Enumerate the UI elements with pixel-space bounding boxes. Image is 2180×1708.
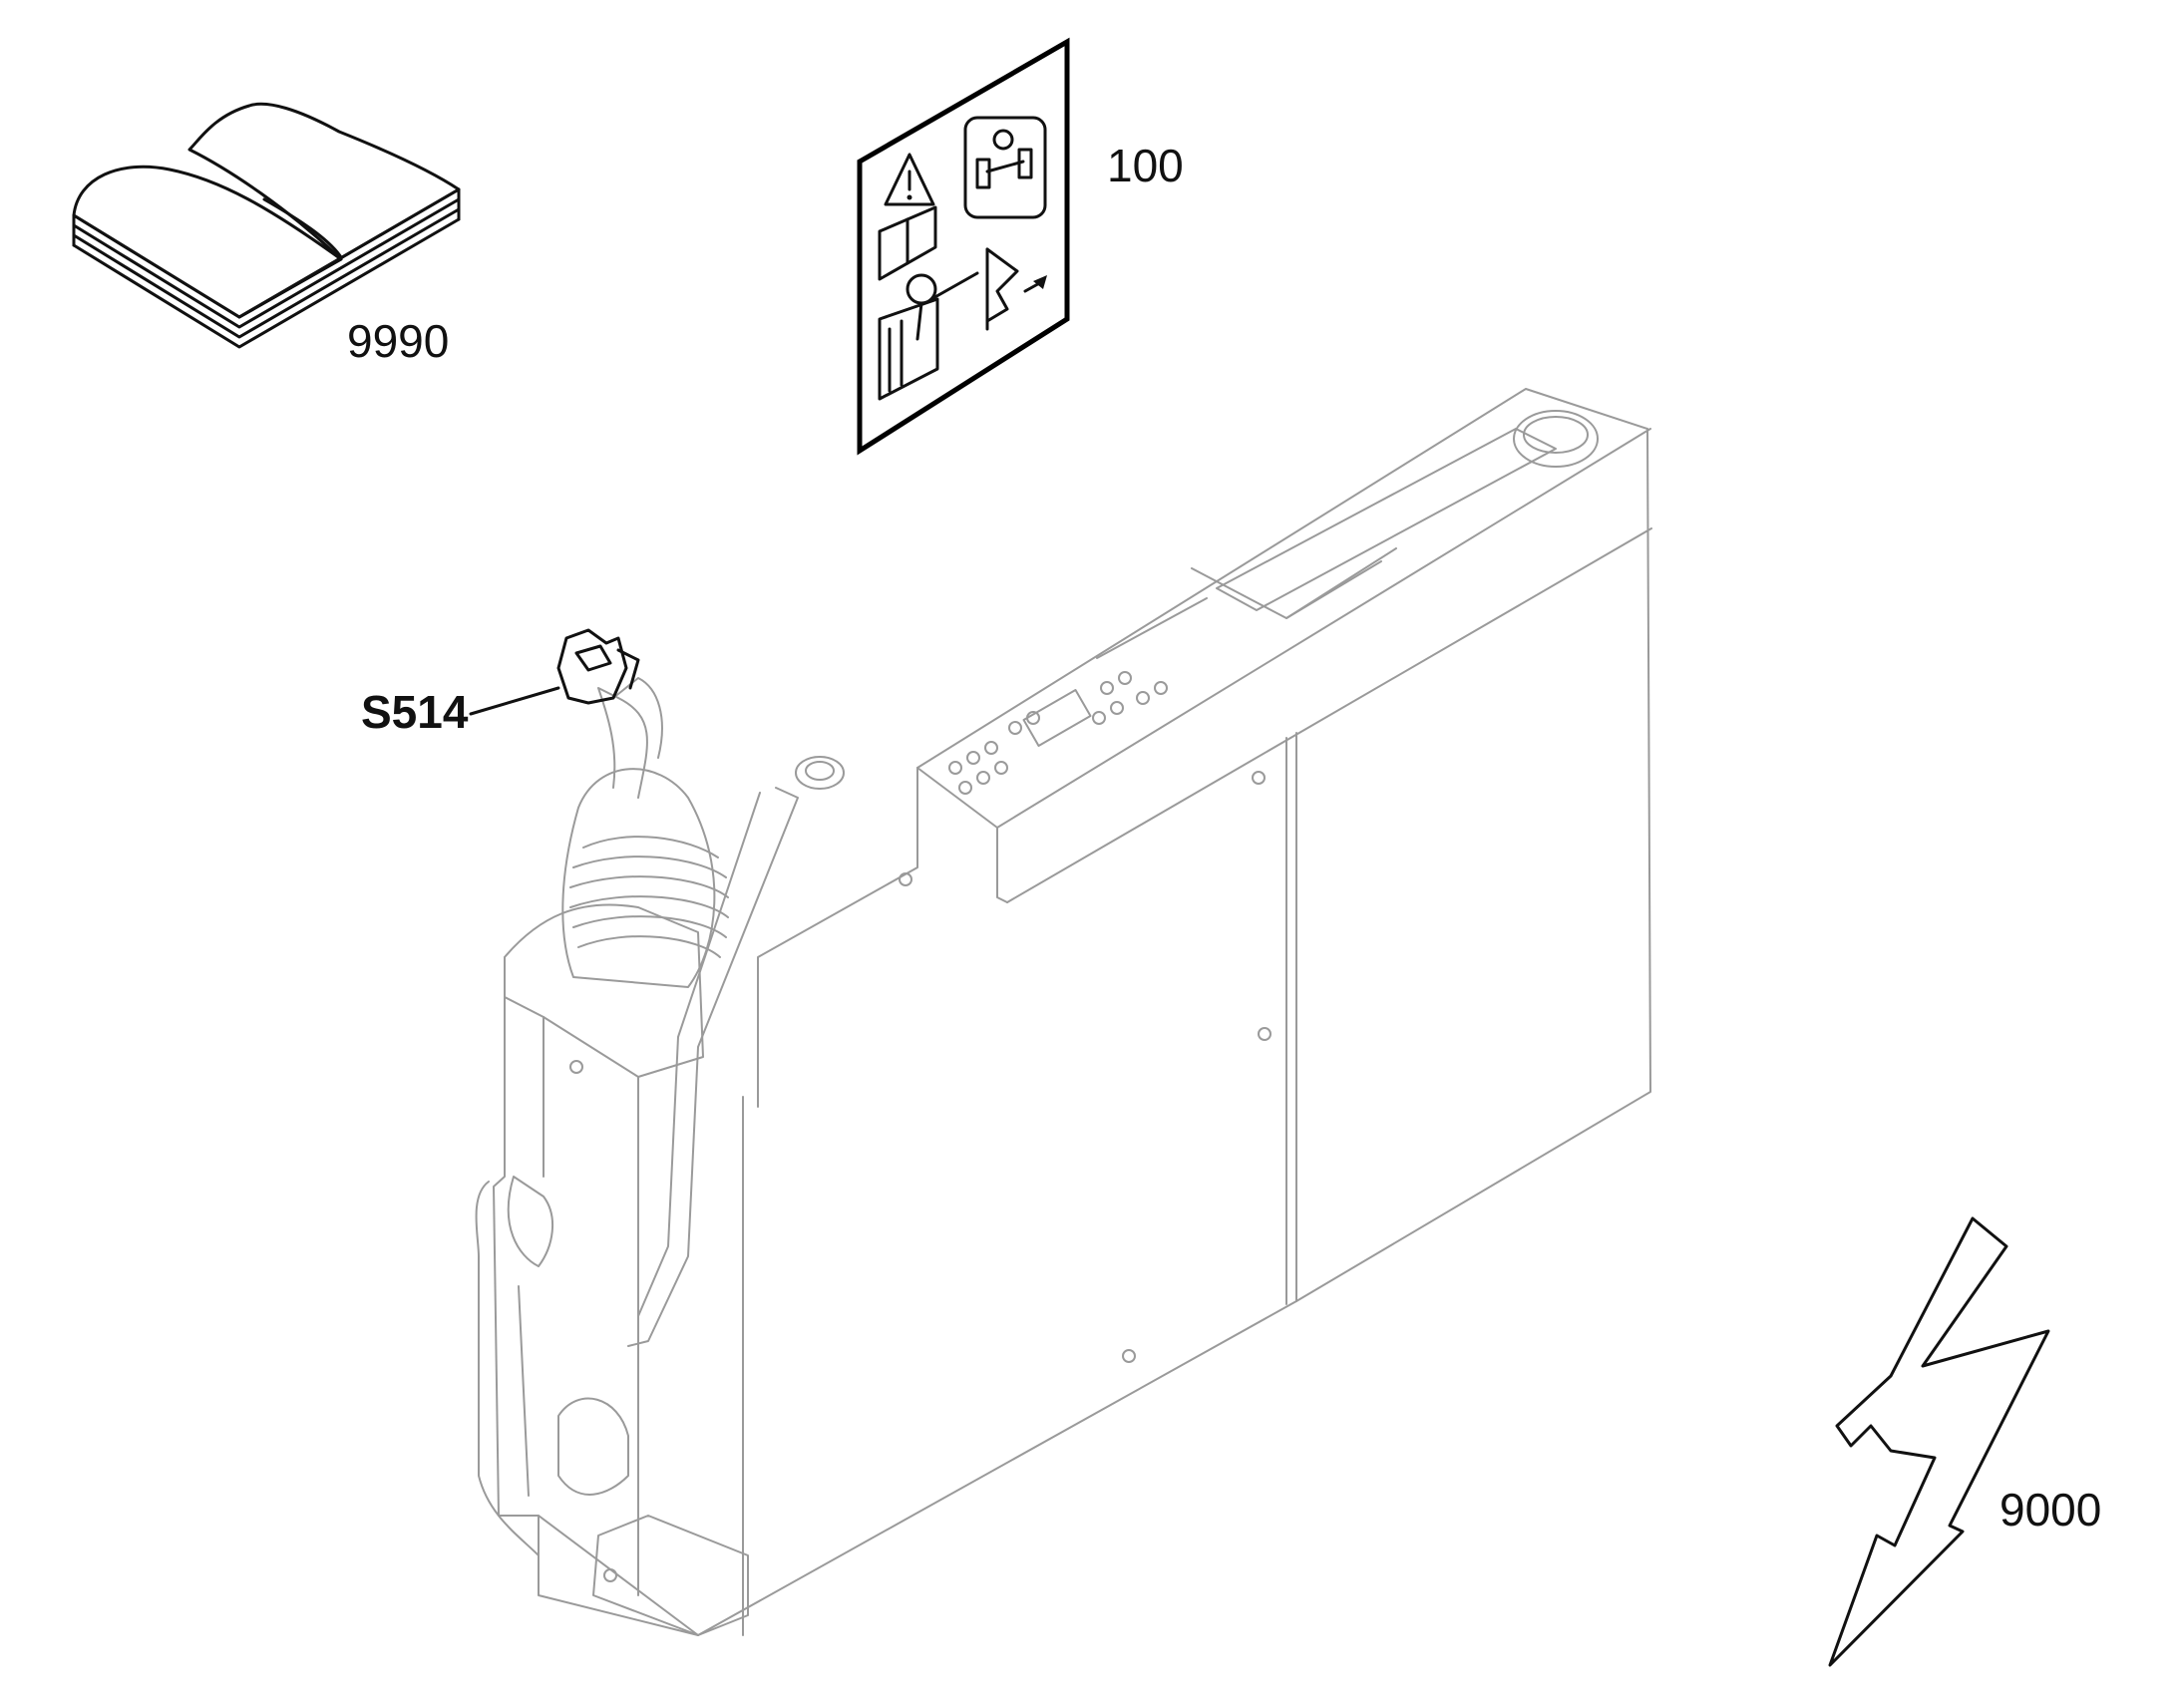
warning-decal-icon[interactable] <box>857 37 1070 456</box>
operator-manual-icon[interactable] <box>72 102 461 349</box>
s514-leader-line <box>469 686 560 716</box>
switch-part-number: S514 <box>361 686 469 738</box>
decal-part-number: 100 <box>1107 140 1184 191</box>
screws <box>569 771 1272 1582</box>
electrical-part-number: 9000 <box>1999 1484 2101 1536</box>
keypad-panel <box>948 671 1168 795</box>
electrical-lightning-icon[interactable] <box>1828 1216 2050 1667</box>
operator-console-housing <box>475 388 1652 1636</box>
joystick-switch-s514[interactable] <box>556 628 640 705</box>
joystick-bellows <box>561 768 729 988</box>
manual-part-number: 9990 <box>347 315 449 367</box>
